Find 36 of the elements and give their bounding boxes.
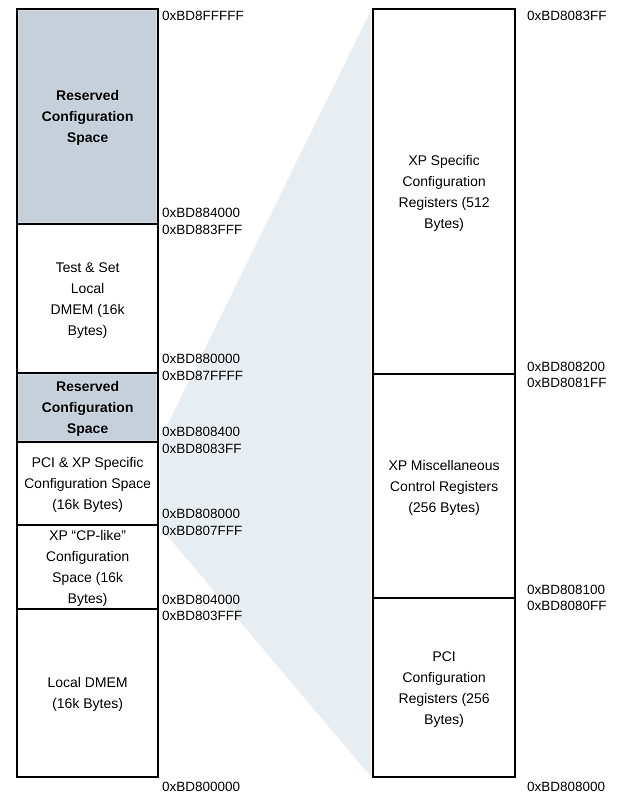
region-label: PCI Configuration Registers (256 Bytes) (398, 646, 490, 729)
region-label: XP Miscellaneous Control Registers (256 Bytes) (387, 456, 501, 517)
address-label: 0xBD804000 (162, 592, 240, 608)
address-label: 0xBD8083FF (162, 441, 242, 457)
address-label: 0xBD808100 (527, 582, 606, 598)
region-label: Test & Set Local DMEM (16k Bytes) (50, 258, 126, 340)
memory-region (372, 373, 516, 599)
region-label: Local DMEM (16k Bytes) (46, 673, 129, 713)
address-label: 0xBD87FFFF (162, 368, 244, 384)
address-label: 0xBD8083FF (527, 8, 607, 24)
address-label: 0xBD880000 (162, 351, 240, 367)
memory-region (16, 441, 159, 526)
reserved-memory-region (16, 8, 159, 225)
address-label: 0xBD8081FF (527, 375, 607, 391)
memory-region (372, 8, 516, 375)
region-label: XP “CP-like” Configuration Space (16k Bytes) (44, 526, 130, 608)
address-label: 0xBD808400 (162, 424, 240, 440)
region-label: Reserved Configuration Space (40, 86, 134, 147)
address-label: 0xBD808200 (527, 359, 606, 375)
memory-region (16, 608, 159, 778)
address-label: 0xBD884000 (162, 205, 240, 221)
reserved-memory-region (16, 372, 159, 443)
region-label: XP Specific Configuration Registers (512 Bytes) (397, 150, 491, 233)
address-label: 0xBD807FFF (162, 523, 242, 539)
region-label: PCI & XP Specific Configuration Space (16k Bytes) (24, 453, 151, 514)
address-label: 0xBD803FFF (162, 608, 242, 624)
address-label: 0xBD883FFF (162, 222, 242, 238)
memory-region (372, 597, 516, 778)
address-label: 0xBD808000 (527, 779, 606, 795)
address-label: 0xBD800000 (162, 779, 240, 795)
region-label: Reserved Configuration Space (40, 377, 134, 438)
memory-region (16, 524, 159, 610)
address-label: 0xBD8080FF (527, 598, 607, 614)
address-label: 0xBD8FFFFF (162, 8, 244, 24)
memory-region (16, 223, 159, 374)
address-label: 0xBD808000 (162, 506, 240, 522)
